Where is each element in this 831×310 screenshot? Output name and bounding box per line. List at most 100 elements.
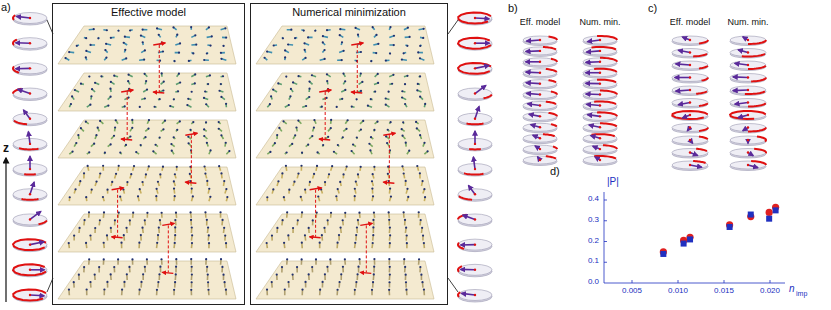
spin-tip — [421, 227, 423, 229]
spin-disk — [523, 80, 557, 90]
spin-tip — [69, 196, 71, 198]
spin-tip — [139, 188, 141, 190]
tick — [724, 280, 725, 283]
spin-tip — [75, 142, 77, 144]
spin-tip — [155, 188, 157, 190]
shape — [13, 63, 47, 74]
red-spin — [383, 133, 395, 135]
shape — [599, 137, 601, 139]
spin-tip — [175, 258, 177, 260]
spin-tip — [225, 242, 227, 244]
spin-tip — [88, 151, 90, 153]
spin-tip — [191, 273, 193, 275]
red-arc — [459, 196, 472, 200]
spin-tip — [316, 165, 318, 167]
spin-tip — [125, 144, 127, 146]
data-point — [766, 209, 773, 216]
spin-arrow — [463, 215, 475, 219]
spin-disk — [672, 111, 708, 121]
spin-disk — [583, 47, 617, 57]
spin-tip — [308, 80, 310, 82]
spin-disk — [458, 290, 492, 303]
data-point — [766, 216, 772, 222]
red-spin — [112, 237, 123, 238]
spin-tip — [174, 281, 176, 283]
spin-tip — [389, 242, 391, 244]
spin-tip — [110, 273, 112, 275]
shape — [599, 115, 601, 117]
spin-tip — [155, 195, 157, 197]
layer-plane — [256, 261, 434, 299]
spin-tip — [419, 75, 421, 77]
spin-tip — [203, 165, 205, 167]
spin-tip — [362, 120, 364, 122]
spin-disk — [13, 211, 47, 226]
shape — [539, 72, 541, 74]
spin-arrow — [30, 242, 44, 245]
data-point — [681, 241, 687, 247]
spin-disk — [730, 136, 766, 146]
spin-tip — [85, 121, 87, 123]
shape — [458, 189, 492, 200]
spin-tip — [266, 242, 268, 244]
spin-tip — [113, 135, 115, 137]
spin-tip — [304, 189, 306, 191]
spin-tip — [297, 219, 299, 221]
disk-stack — [458, 13, 492, 303]
spin-disk — [583, 101, 617, 111]
spin-tip — [308, 88, 310, 90]
shape — [730, 61, 766, 69]
spin-tip — [99, 219, 101, 221]
spin-tip — [369, 149, 371, 151]
spin-tip — [89, 44, 91, 46]
red-arc — [464, 173, 483, 174]
spin-tip — [422, 234, 424, 236]
tick-label: 0.020 — [760, 287, 780, 296]
red-arc — [748, 103, 766, 106]
spin-disk — [13, 63, 47, 76]
spin-tip — [188, 60, 190, 62]
spin-tip — [206, 142, 208, 144]
spin-tip — [131, 119, 133, 121]
spin-tip — [206, 52, 208, 54]
spin-tip — [322, 41, 324, 43]
shape — [458, 38, 492, 49]
spin-tip — [326, 97, 328, 99]
spin-tip — [159, 173, 161, 175]
spin-tip — [372, 173, 374, 175]
spin-tip — [324, 273, 326, 275]
spin-tip — [95, 180, 97, 182]
spin-tip — [190, 219, 192, 221]
spin-tip — [133, 165, 135, 167]
spin — [314, 29, 316, 32]
spin-tip — [354, 289, 356, 291]
spin-disk — [458, 106, 492, 125]
shape — [583, 101, 617, 109]
spin-arrow — [676, 64, 690, 65]
spin-tip — [271, 234, 273, 236]
spin-tip — [190, 258, 192, 260]
spin-tip — [175, 212, 177, 214]
spin-tip — [388, 281, 390, 283]
spin-tip — [401, 165, 403, 167]
spin-tip — [179, 120, 181, 122]
spin — [389, 52, 391, 55]
spin-tip — [174, 219, 176, 221]
spin-tip — [211, 35, 213, 37]
spin-arrow — [475, 65, 489, 68]
spin-tip — [307, 36, 309, 38]
spin-tip — [208, 242, 210, 244]
spin-tip — [148, 165, 150, 167]
spin-tip — [333, 151, 335, 153]
shape — [730, 74, 766, 82]
shape — [672, 36, 708, 44]
spin-tip — [156, 27, 158, 29]
shape — [523, 80, 557, 88]
shape — [539, 115, 541, 117]
shape — [599, 104, 601, 106]
spin-tip — [284, 56, 286, 58]
spin-tip — [337, 144, 339, 146]
spin-tip — [144, 97, 146, 99]
spin-tip — [350, 150, 352, 152]
spin-tip — [126, 273, 128, 275]
